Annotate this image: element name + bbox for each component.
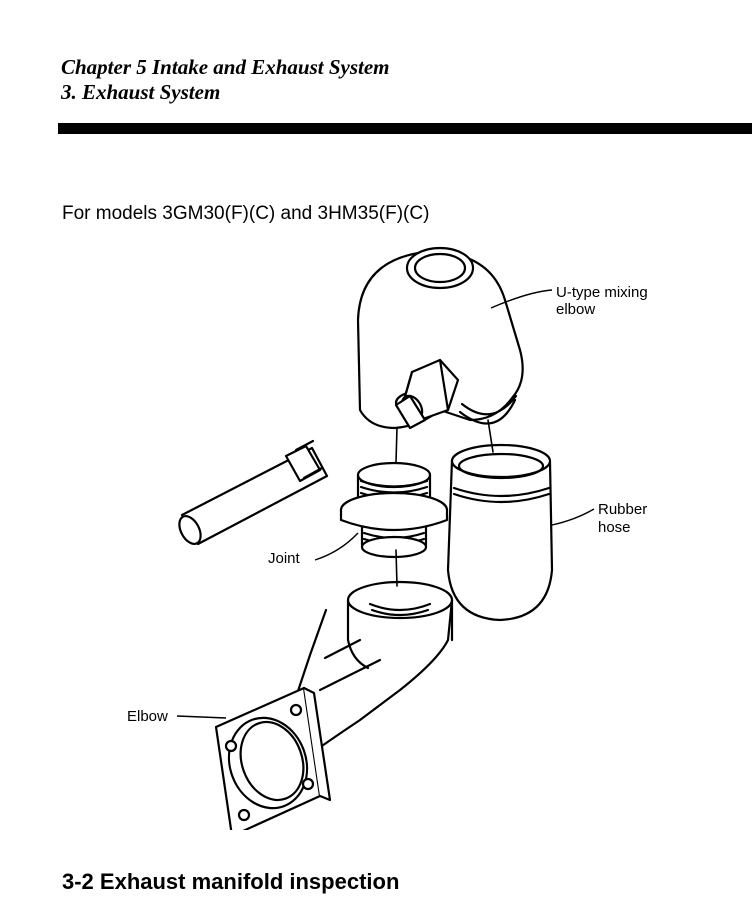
mixing-elbow-leader xyxy=(490,289,553,309)
chapter-title: Chapter 5 Intake and Exhaust System xyxy=(61,55,390,79)
joint-leader xyxy=(314,532,359,561)
assembly-lines xyxy=(395,419,494,587)
label-rubber-hose-2: hose xyxy=(598,519,631,536)
model-caption: For models 3GM30(F)(C) and 3HM35(F)(C) xyxy=(62,203,430,224)
exhaust-system-diagram: U-type mixing elbow Rubber hose Joint El… xyxy=(127,246,648,830)
label-rubber-hose-1: Rubber xyxy=(598,501,647,518)
rubber-hose xyxy=(446,443,554,622)
section-heading: 3-2 Exhaust manifold inspection xyxy=(62,869,400,894)
section-title: 3. Exhaust System xyxy=(61,80,221,104)
elbow-leader xyxy=(176,715,227,719)
label-joint: Joint xyxy=(268,550,301,567)
exhaust-elbow xyxy=(214,580,454,830)
water-pipe xyxy=(178,439,329,546)
joint xyxy=(339,461,449,559)
rubber-hose-leader xyxy=(551,508,595,526)
label-mixing-elbow-1: U-type mixing xyxy=(556,284,648,301)
label-mixing-elbow-2: elbow xyxy=(556,301,595,318)
label-elbow: Elbow xyxy=(127,708,168,725)
u-type-mixing-elbow xyxy=(356,246,524,430)
header-rule xyxy=(58,123,752,134)
